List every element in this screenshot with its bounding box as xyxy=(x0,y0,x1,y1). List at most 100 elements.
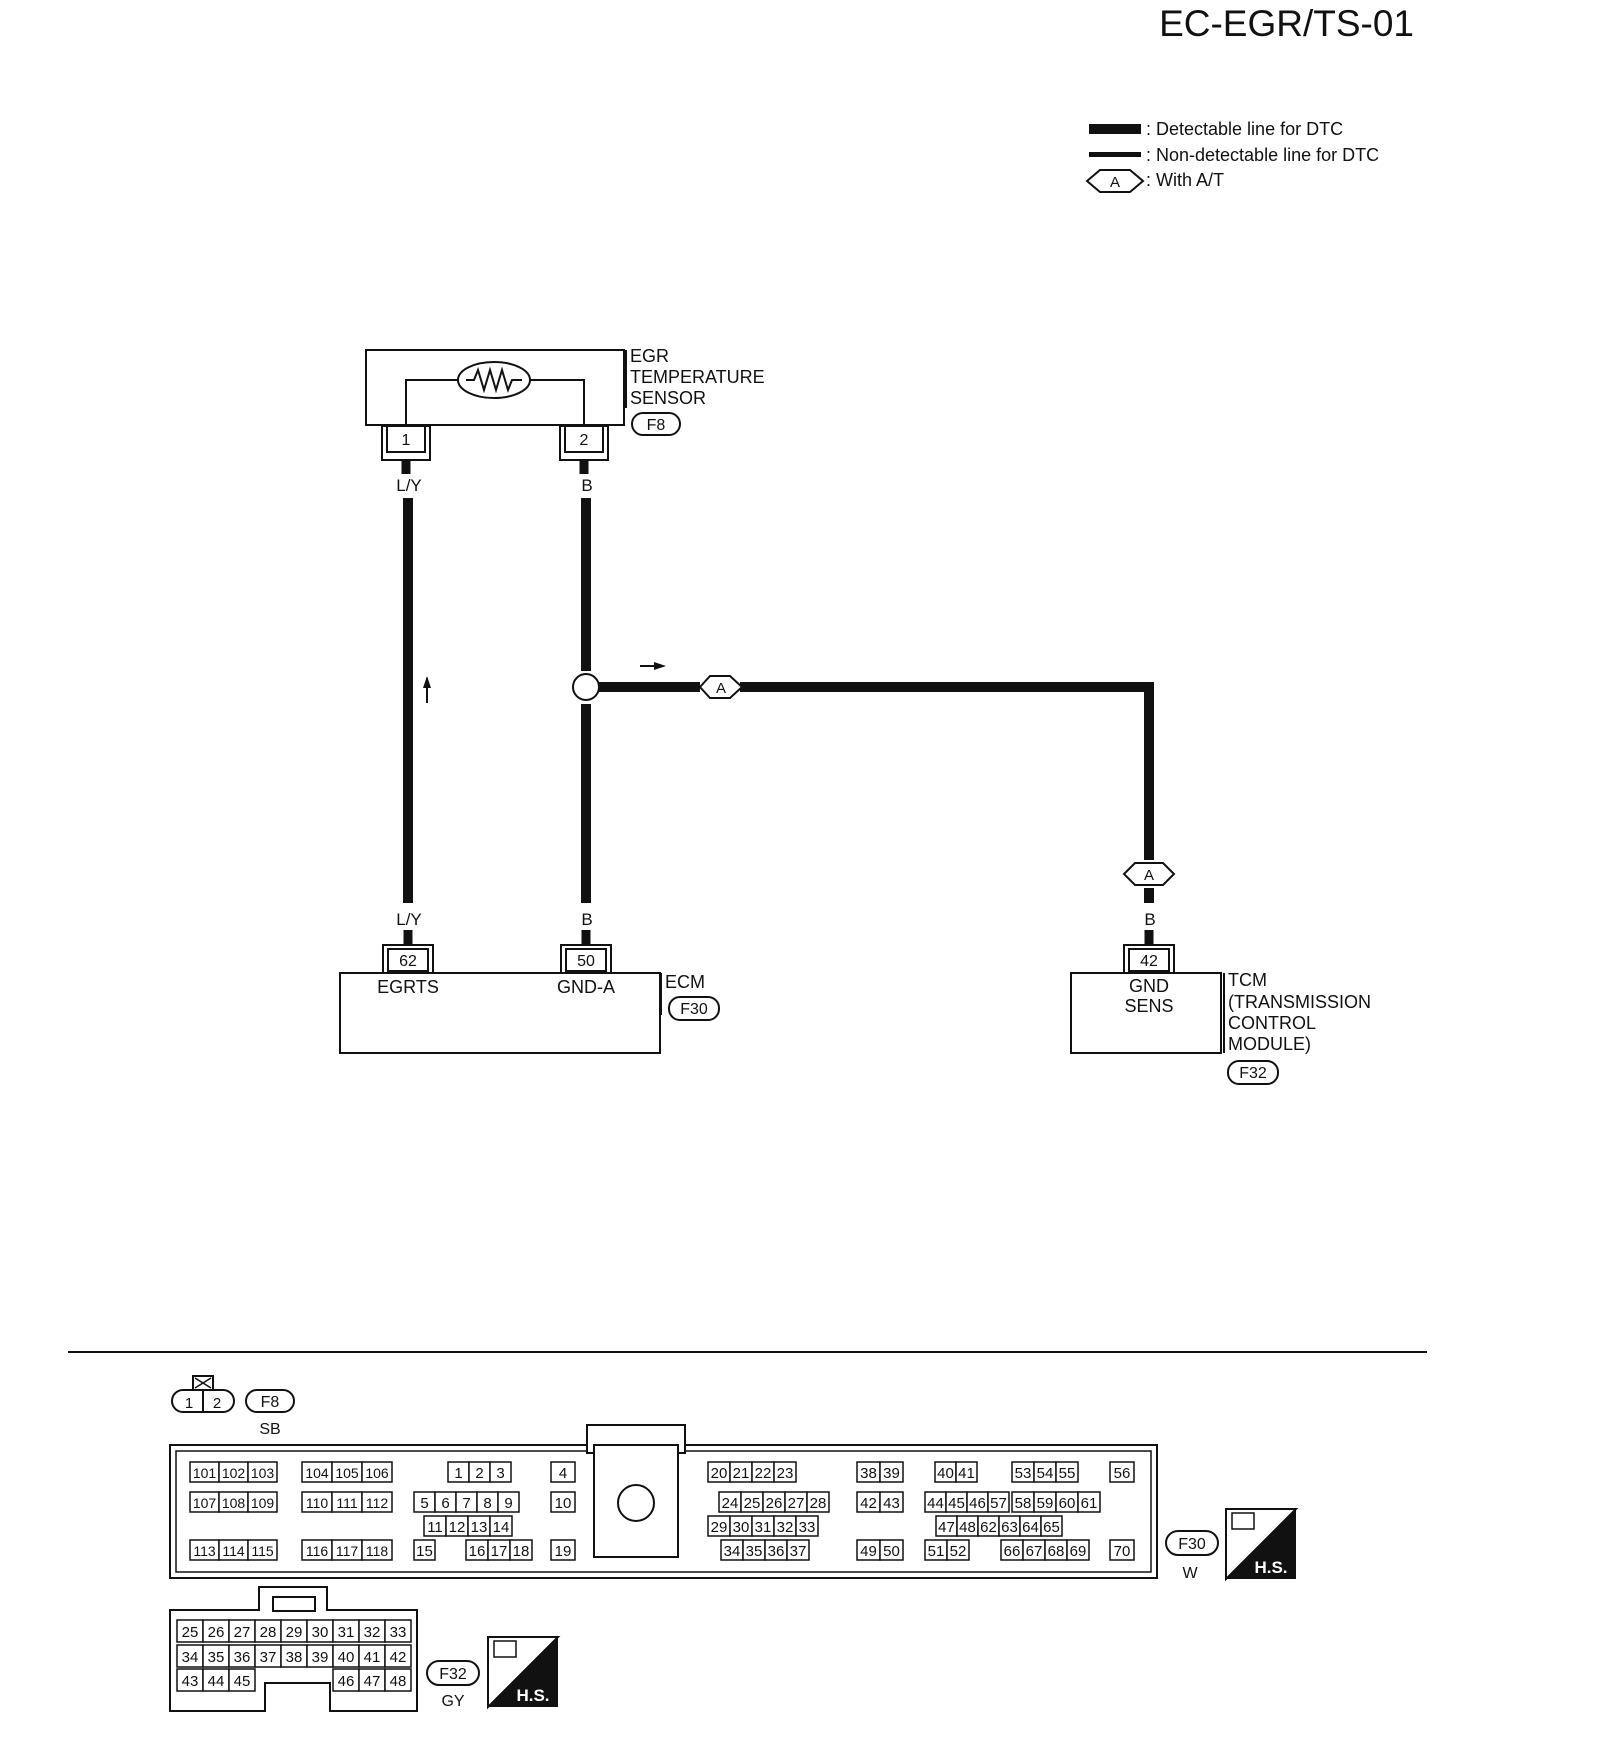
wire-color-b-top: B xyxy=(581,476,592,495)
f30-pin xyxy=(497,1491,520,1513)
detectable-line-sample xyxy=(1089,124,1141,134)
f8-pin-2: 2 xyxy=(213,1395,221,1412)
f30-pin-label: 36 xyxy=(768,1543,785,1560)
f30-pin xyxy=(879,1491,904,1513)
f30-pin-label: 14 xyxy=(493,1519,510,1536)
f32-id: F32 xyxy=(439,1666,467,1683)
wire-color-b-bottom: B xyxy=(581,910,592,929)
f32-pin-label: 28 xyxy=(260,1624,277,1641)
f30-pin xyxy=(879,1539,904,1561)
tcm-gnd-sens-line1: GND xyxy=(1129,976,1169,996)
f30-pin-label: 23 xyxy=(777,1465,794,1482)
f30-pin-label: 55 xyxy=(1059,1465,1076,1482)
f30-pin-label: 66 xyxy=(1004,1543,1021,1560)
sensor-internal-wire xyxy=(530,379,585,434)
tcm-pin-42 xyxy=(1128,948,1170,972)
f30-pin-label: 54 xyxy=(1037,1465,1054,1482)
f30-tag xyxy=(1165,1530,1219,1556)
f30-pin-label: 21 xyxy=(733,1465,750,1482)
f32-pin-label: 25 xyxy=(182,1624,199,1641)
f30-pin-label: 43 xyxy=(883,1495,900,1512)
f30-pin-label: 17 xyxy=(491,1543,508,1560)
f30-pin-label: 38 xyxy=(860,1465,877,1482)
tcm-body xyxy=(1070,972,1222,1054)
option-symbol-icon xyxy=(1085,169,1145,193)
f32-pin xyxy=(384,1668,412,1692)
f32-pin-label: 26 xyxy=(208,1624,225,1641)
f30-pin-label: 1 xyxy=(454,1465,462,1482)
f30-pin-label: 103 xyxy=(251,1465,275,1481)
f30-id: F30 xyxy=(1178,1536,1206,1553)
f30-pin-label: 28 xyxy=(810,1495,827,1512)
f30-pin-label: 32 xyxy=(777,1519,794,1536)
f32-pin-label: 46 xyxy=(338,1673,355,1690)
sensor-name-line2: TEMPERATURE xyxy=(630,367,765,387)
f32-pin-label: 33 xyxy=(390,1624,407,1641)
f30-pin-label: 39 xyxy=(883,1465,900,1482)
f30-pin-label: 61 xyxy=(1081,1495,1098,1512)
tcm-name-line4: MODULE) xyxy=(1228,1034,1311,1054)
f30-pin-label: 118 xyxy=(366,1543,389,1559)
f30-pin-label: 101 xyxy=(193,1465,217,1481)
f30-pin-label: 63 xyxy=(1001,1519,1018,1536)
f32-tag xyxy=(426,1660,480,1686)
f30-pin-label: 15 xyxy=(416,1543,433,1560)
f30-pin-label: 31 xyxy=(755,1519,772,1536)
f32-pin xyxy=(228,1668,256,1692)
f30-pin xyxy=(1055,1461,1079,1483)
f32-lock-tab xyxy=(272,1596,316,1612)
ecm-connector-tag xyxy=(668,996,720,1021)
f32-pin-label: 39 xyxy=(312,1649,329,1666)
harness-side-icon xyxy=(488,1637,558,1707)
f30-pin-label: 18 xyxy=(513,1543,530,1560)
f32-pin-label: 30 xyxy=(312,1624,329,1641)
f30-pin-label: 30 xyxy=(733,1519,750,1536)
f30-pin-label: 9 xyxy=(504,1495,512,1512)
f30-pin-label: 5 xyxy=(420,1495,428,1512)
f30-pin-label: 102 xyxy=(222,1465,246,1481)
f32-hs-label: H.S. xyxy=(516,1686,549,1705)
f30-pin xyxy=(987,1491,1010,1513)
splice-point xyxy=(572,673,600,701)
sensor-connector-tag xyxy=(631,412,681,436)
f30-pin xyxy=(489,1461,512,1483)
f30-pin-label: 19 xyxy=(555,1543,572,1560)
tcm-name-line2: (TRANSMISSION xyxy=(1228,992,1371,1012)
f32-pin-label: 38 xyxy=(286,1649,303,1666)
wire-color-b-tcm: B xyxy=(1144,910,1155,929)
f30-pin xyxy=(247,1461,278,1483)
sensor-connector-id: F8 xyxy=(647,417,666,434)
f30-pin-label: 40 xyxy=(937,1465,954,1482)
resistor-icon xyxy=(466,366,522,394)
f30-pin-label: 108 xyxy=(222,1495,246,1511)
f30-pin-label: 62 xyxy=(980,1519,997,1536)
f30-pin-label: 34 xyxy=(724,1543,741,1560)
f30-pin xyxy=(361,1539,393,1561)
f30-pin-label: 105 xyxy=(335,1465,359,1481)
f30-pin-label: 60 xyxy=(1059,1495,1076,1512)
f30-pin-label: 25 xyxy=(744,1495,761,1512)
tcm-connector-id: F32 xyxy=(1239,1065,1267,1082)
f30-pin-label: 41 xyxy=(958,1465,975,1482)
f30-pin-label: 48 xyxy=(959,1519,976,1536)
f30-center-block xyxy=(593,1444,679,1558)
sensor-pin-2-label: 2 xyxy=(580,432,589,449)
terminal-icon xyxy=(192,1375,214,1390)
harness-connector-icon xyxy=(493,1640,517,1658)
ecm-connector-id: F30 xyxy=(680,1001,708,1018)
ecm: 62 50 EGRTS GND-A ECM F30 xyxy=(339,944,720,1054)
f30-pin-label: 46 xyxy=(969,1495,986,1512)
f30-pin-label: 51 xyxy=(928,1543,945,1560)
legend-detectable-text: : Detectable line for DTC xyxy=(1146,119,1343,139)
ecm-gnd-label: GND-A xyxy=(557,977,615,997)
f30-pin-label: 12 xyxy=(449,1519,466,1536)
f30-pin-label: 47 xyxy=(938,1519,955,1536)
f32-pin-label: 31 xyxy=(338,1624,355,1641)
f32-pin-label: 47 xyxy=(364,1673,381,1690)
f30-pin-label: 4 xyxy=(559,1465,567,1482)
f32-pin-label: 34 xyxy=(182,1649,199,1666)
f30-pin-label: 111 xyxy=(336,1495,357,1511)
f30-pin-label: 49 xyxy=(860,1543,877,1560)
f30-pin xyxy=(1109,1461,1135,1483)
